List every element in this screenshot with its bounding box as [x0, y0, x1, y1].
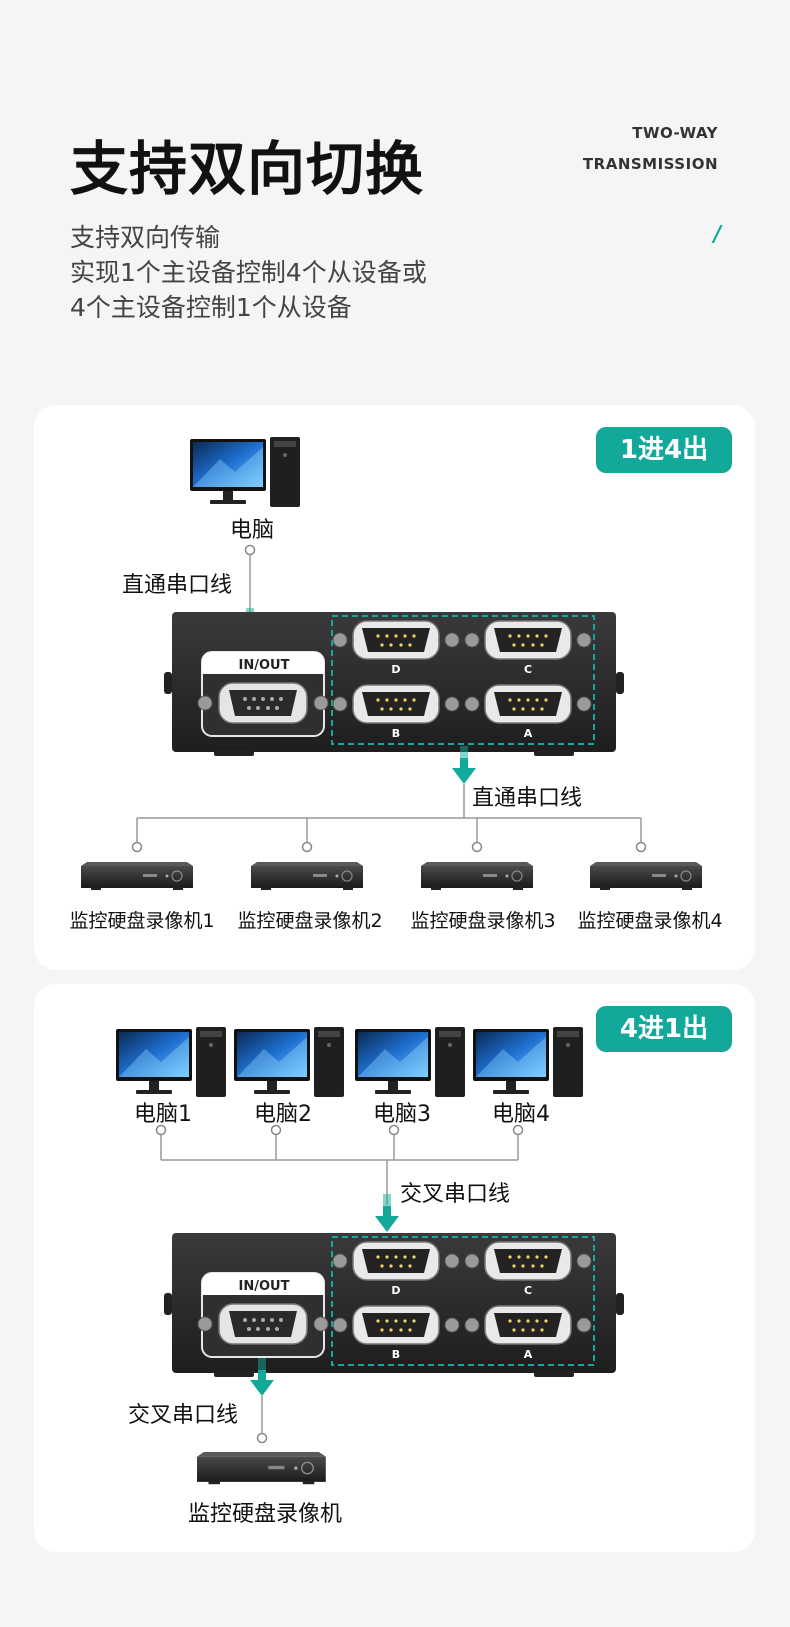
page-title: 支持双向切换: [70, 135, 425, 203]
badge-1-in-4-out: 1进4出: [596, 427, 732, 473]
dvr-label: 监控硬盘录像机: [187, 1502, 343, 1527]
computer-icon: [234, 1027, 344, 1097]
port-b-label: B: [391, 1348, 401, 1361]
subtitle-line3: 4个主设备控制1个从设备: [70, 293, 352, 322]
port-c-label: C: [523, 663, 533, 676]
computer-icon: [473, 1027, 583, 1097]
dvr-icon: [250, 861, 364, 891]
down-arrow-icon: [375, 1194, 399, 1232]
port-c-label: C: [523, 1284, 533, 1297]
subtitle-line1: 支持双向传输: [70, 223, 221, 252]
port-in-out-label: IN/OUT: [238, 1279, 290, 1294]
cable-label-top: 交叉串口线: [400, 1182, 511, 1207]
cable-label-top: 直通串口线: [122, 573, 233, 598]
en-title-line1: TWO-WAY: [632, 124, 718, 142]
pc-label-4: 电脑4: [492, 1102, 550, 1127]
dvr-label-3: 监控硬盘录像机3: [410, 910, 556, 932]
dvr-label-4: 监控硬盘录像机4: [577, 910, 723, 932]
port-d-label: D: [391, 663, 401, 676]
computer-icon: [355, 1027, 465, 1097]
port-b-label: B: [391, 727, 401, 740]
computer-icon: [116, 1027, 226, 1097]
pc-label-2: 电脑2: [254, 1102, 312, 1127]
pc-label-3: 电脑3: [373, 1102, 431, 1127]
pc-label-1: 电脑1: [134, 1102, 192, 1127]
badge-4-in-1-out: 4进1出: [596, 1006, 732, 1052]
dvr-icon: [80, 861, 194, 891]
computer-icon: [190, 437, 300, 507]
port-in-out-label: IN/OUT: [238, 658, 290, 673]
pc-label: 电脑: [229, 518, 275, 543]
port-a-label: A: [523, 727, 533, 740]
cable-label-bottom: 交叉串口线: [128, 1403, 239, 1428]
port-a-label: A: [523, 1348, 533, 1361]
dvr-icon: [420, 861, 534, 891]
cable-label-bottom: 直通串口线: [472, 786, 583, 811]
dvr-icon: [196, 1451, 327, 1485]
port-d-label: D: [391, 1284, 401, 1297]
en-title-line2: TRANSMISSION: [582, 155, 718, 173]
dvr-icon: [589, 861, 703, 891]
dvr-label-2: 监控硬盘录像机2: [237, 910, 383, 932]
dvr-label-1: 监控硬盘录像机1: [69, 910, 215, 932]
subtitle-line2: 实现1个主设备控制4个从设备或: [70, 258, 427, 287]
